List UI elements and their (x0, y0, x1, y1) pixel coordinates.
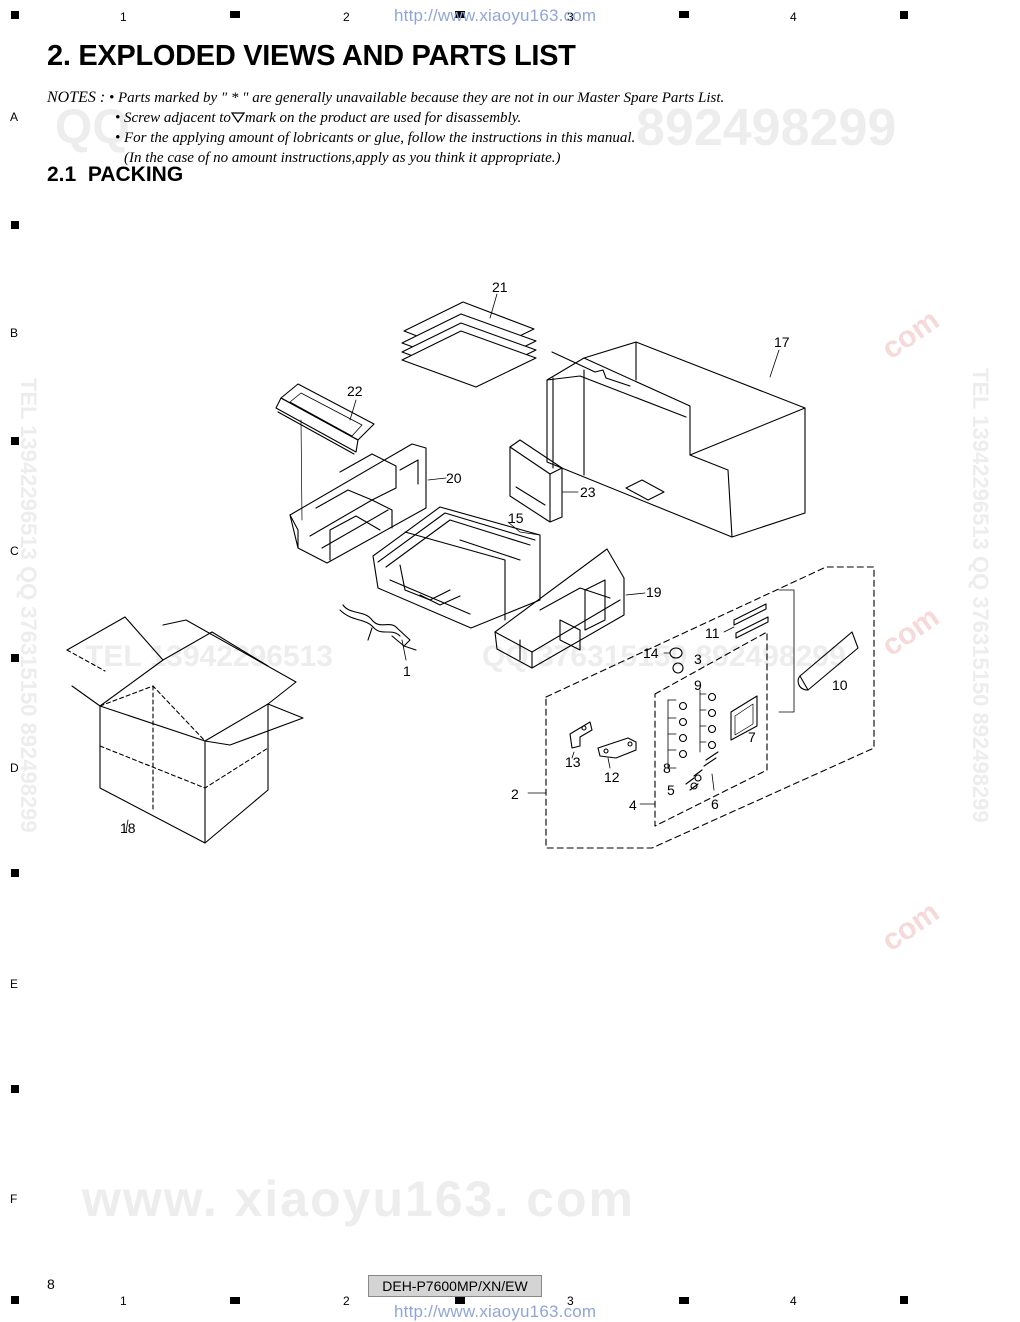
part-3-ring (672, 662, 684, 674)
footer-column-number-3: 3 (567, 1294, 574, 1308)
margin-square (230, 11, 240, 18)
section-number: 2.1 (47, 163, 77, 186)
callout-20: 20 (446, 470, 462, 486)
note-item-3: • For the applying amount of lobricants … (115, 130, 636, 146)
notes-line-2: • Screw adjacent to mark on the product a… (47, 108, 724, 128)
callout-18: 18 (120, 820, 136, 836)
part-11-keys (723, 603, 769, 639)
part-10-bag (797, 631, 859, 691)
column-number-2: 2 (343, 10, 350, 24)
watermark-tel-mid: TEL 13942296513 (85, 640, 333, 673)
row-letter-c: C (10, 544, 19, 558)
margin-square (900, 1296, 908, 1304)
part-22-pad (275, 383, 375, 521)
callout-15: 15 (508, 510, 524, 526)
margin-square (900, 11, 908, 19)
callout-23: 23 (580, 484, 596, 500)
margin-square (679, 1297, 689, 1304)
triangle-mark-icon (230, 112, 246, 124)
column-number-3: 3 (567, 10, 574, 24)
callout-10: 10 (832, 677, 848, 693)
note-item-4: (In the case of no amount instructions,a… (124, 150, 561, 166)
margin-square (11, 654, 19, 662)
callout-12: 12 (604, 769, 620, 785)
notes-line-1: NOTES : • Parts marked by " * " are gene… (47, 88, 724, 108)
footer-column-number-2: 2 (343, 1294, 350, 1308)
section-title: PACKING (87, 163, 184, 186)
note-item-2b: mark on the product are used for disasse… (244, 110, 522, 126)
margin-square (679, 11, 689, 18)
section-heading: 2.1 PACKING (47, 163, 183, 187)
note-item-1: • Parts marked by " * " are generally un… (108, 90, 725, 106)
notes-line-3: • For the applying amount of lobricants … (47, 128, 724, 148)
page-number: 8 (47, 1276, 55, 1292)
callout-17: 17 (774, 334, 790, 350)
callout-8: 8 (663, 760, 671, 776)
watermark-number-top: 892498299 (636, 99, 897, 157)
margin-square (11, 437, 19, 445)
part-20-foam-left (289, 443, 447, 564)
callout-19: 19 (646, 584, 662, 600)
row-letter-f: F (10, 1192, 18, 1206)
part-7-bag (730, 695, 758, 741)
part-19-foam-right (494, 548, 646, 669)
part-1-cord (339, 604, 417, 661)
callout-9: 9 (694, 677, 702, 693)
callout-3: 3 (694, 651, 702, 667)
margin-square (230, 1297, 240, 1304)
margin-square (11, 221, 19, 229)
notes-block: NOTES : • Parts marked by " * " are gene… (47, 88, 724, 168)
footer-column-number-1: 1 (120, 1294, 127, 1308)
callout-5: 5 (667, 782, 675, 798)
margin-square (455, 11, 465, 18)
callout-4: 4 (629, 797, 637, 813)
row-letter-a: A (10, 110, 19, 124)
model-badge: DEH-P7600MP/XN/EW (368, 1275, 542, 1297)
notes-line-4: (In the case of no amount instructions,a… (47, 148, 724, 168)
row-letter-e: E (10, 977, 19, 991)
part-17-sleeve (546, 341, 806, 538)
part-2-accessory-kit (527, 566, 875, 849)
column-number-1: 1 (120, 10, 127, 24)
row-letter-b: B (10, 326, 19, 340)
parts-5-6-screws (685, 769, 715, 791)
part-15-head-unit (372, 506, 541, 629)
part-23-spacer (509, 439, 579, 523)
row-letter-d: D (10, 761, 19, 775)
part-4-screw-bag (639, 631, 768, 827)
parts-8-9-screws (667, 689, 719, 769)
callout-6: 6 (711, 796, 719, 812)
note-item-2a: • Screw adjacent to (115, 110, 231, 126)
callout-14: 14 (643, 645, 659, 661)
part-14-cap (663, 647, 683, 659)
footer-column-number-4: 4 (790, 1294, 797, 1308)
callout-2: 2 (511, 786, 519, 802)
margin-square (11, 1085, 19, 1093)
callout-13: 13 (565, 754, 581, 770)
part-12-bracket (597, 737, 637, 769)
callout-1: 1 (403, 663, 411, 679)
header-url[interactable]: http://www.xiaoyu163.com (394, 6, 597, 25)
column-number-4: 4 (790, 10, 797, 24)
margin-square (11, 869, 19, 877)
margin-square (455, 1297, 465, 1304)
page-title: 2. EXPLODED VIEWS AND PARTS LIST (47, 40, 576, 72)
callout-7: 7 (748, 729, 756, 745)
callout-21: 21 (492, 279, 508, 295)
margin-square (11, 11, 19, 19)
callout-11: 11 (705, 625, 720, 641)
margin-square (11, 1296, 19, 1304)
notes-label: NOTES : (47, 89, 106, 106)
callout-22: 22 (347, 383, 363, 399)
watermark-qq-top: QQ (55, 101, 130, 154)
part-13-bracket (569, 721, 593, 759)
part-18-carton (66, 616, 304, 844)
footer-url[interactable]: http://www.xiaoyu163.com (394, 1302, 597, 1321)
watermark-site-big: www. xiaoyu163. com (82, 1171, 636, 1227)
part-21-manuals (401, 293, 537, 388)
